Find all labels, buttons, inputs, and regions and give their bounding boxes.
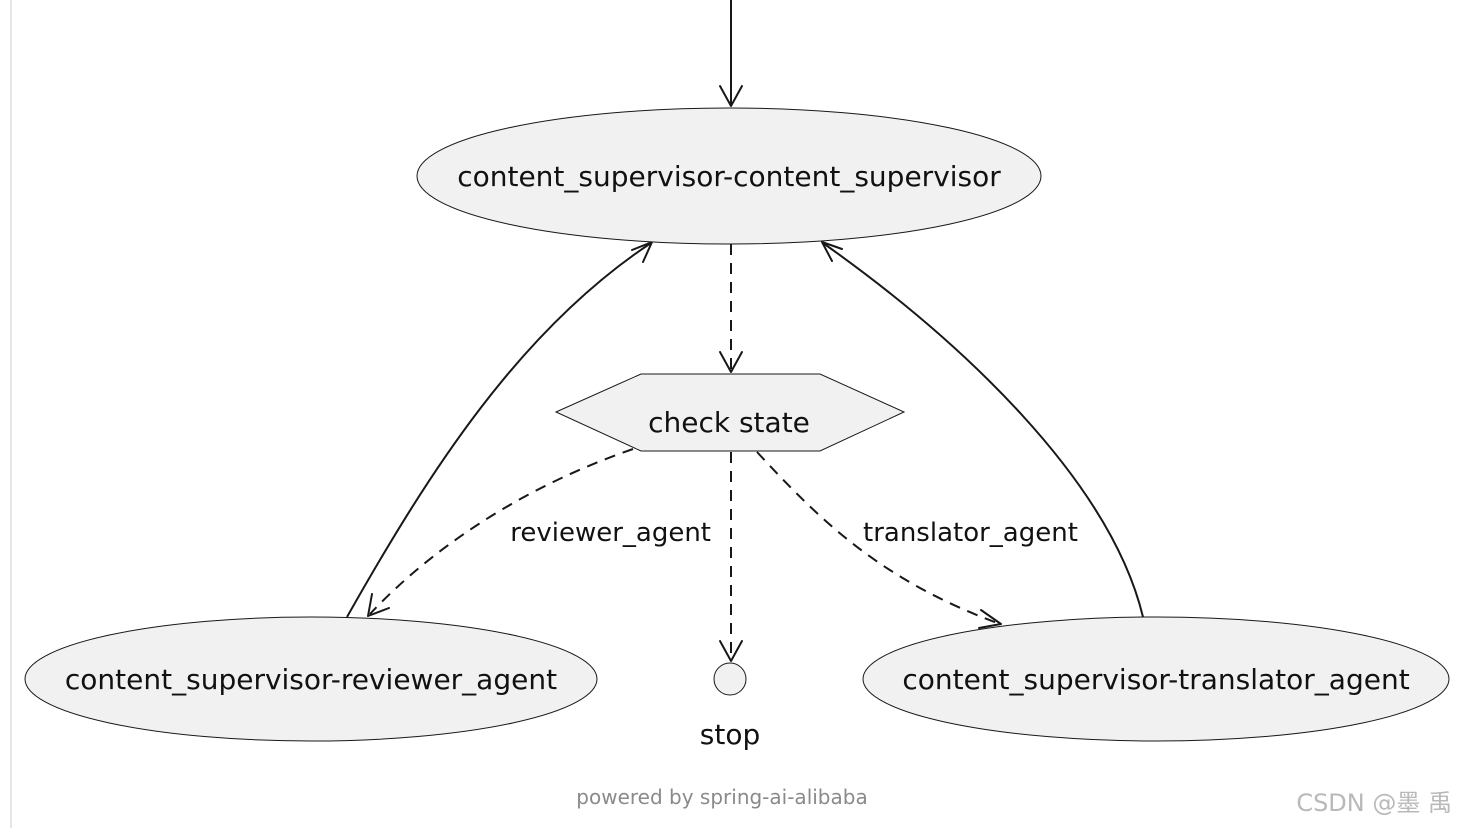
node-translator-label: content_supervisor-translator_agent bbox=[902, 663, 1409, 696]
edge-translator-to-supervisor bbox=[821, 241, 1144, 618]
node-check-state-label: check state bbox=[648, 406, 810, 439]
node-supervisor-label: content_supervisor-content_supervisor bbox=[457, 160, 1001, 193]
node-stop[interactable]: stop bbox=[700, 662, 760, 751]
edge-check-to-translator bbox=[756, 451, 1002, 629]
node-stop-label: stop bbox=[700, 718, 760, 751]
edge-label-reviewer-agent: reviewer_agent bbox=[510, 518, 711, 548]
csdn-watermark: CSDN @墨 禹 bbox=[1296, 789, 1452, 817]
node-reviewer-label: content_supervisor-reviewer_agent bbox=[65, 663, 557, 696]
edge-check-to-reviewer bbox=[367, 448, 634, 617]
edge-supervisor-to-check-state bbox=[719, 244, 743, 373]
node-check-state[interactable]: check state bbox=[554, 373, 906, 452]
edge-label-translator-agent: translator_agent bbox=[863, 518, 1078, 548]
edge-start-to-supervisor bbox=[719, 0, 743, 107]
powered-by-footer: powered by spring-ai-alibaba bbox=[576, 785, 867, 809]
node-supervisor[interactable]: content_supervisor-content_supervisor bbox=[416, 107, 1042, 245]
edge-check-to-stop bbox=[719, 452, 743, 662]
node-translator[interactable]: content_supervisor-translator_agent bbox=[862, 616, 1450, 742]
node-reviewer[interactable]: content_supervisor-reviewer_agent bbox=[24, 616, 598, 742]
